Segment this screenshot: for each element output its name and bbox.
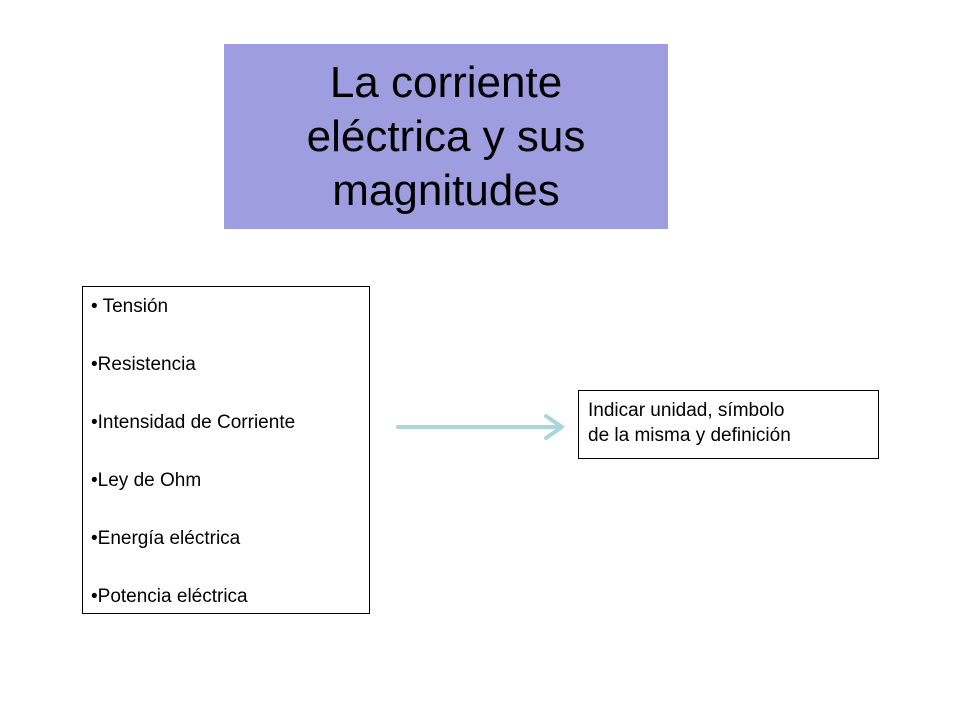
title-box: La corriente eléctrica y sus magnitudes	[224, 44, 668, 229]
topic-item-tension: • Tensión	[91, 296, 169, 317]
topic-item-resistencia: •Resistencia	[91, 354, 196, 375]
topic-item-energia: •Energía eléctrica	[91, 528, 241, 549]
topic-item-potencia: •Potencia eléctrica	[91, 586, 248, 607]
title-line-2: eléctrica y sus	[306, 111, 586, 161]
topics-list: • Tensión •Resistencia •Intensidad de Co…	[82, 286, 370, 614]
arrow-right-icon	[396, 414, 564, 440]
instruction-line-1: Indicar unidad, símbolo	[588, 400, 785, 421]
page-title: La corriente eléctrica y sus magnitudes	[307, 56, 586, 218]
topic-item-intensidad: •Intensidad de Corriente	[91, 412, 296, 433]
instruction-line-2: de la misma y definición	[588, 425, 791, 446]
title-line-3: magnitudes	[332, 165, 560, 215]
title-line-1: La corriente	[329, 57, 563, 107]
instruction-box: Indicar unidad, símbolo de la misma y de…	[578, 390, 879, 459]
topic-item-ley-ohm: •Ley de Ohm	[91, 470, 202, 491]
